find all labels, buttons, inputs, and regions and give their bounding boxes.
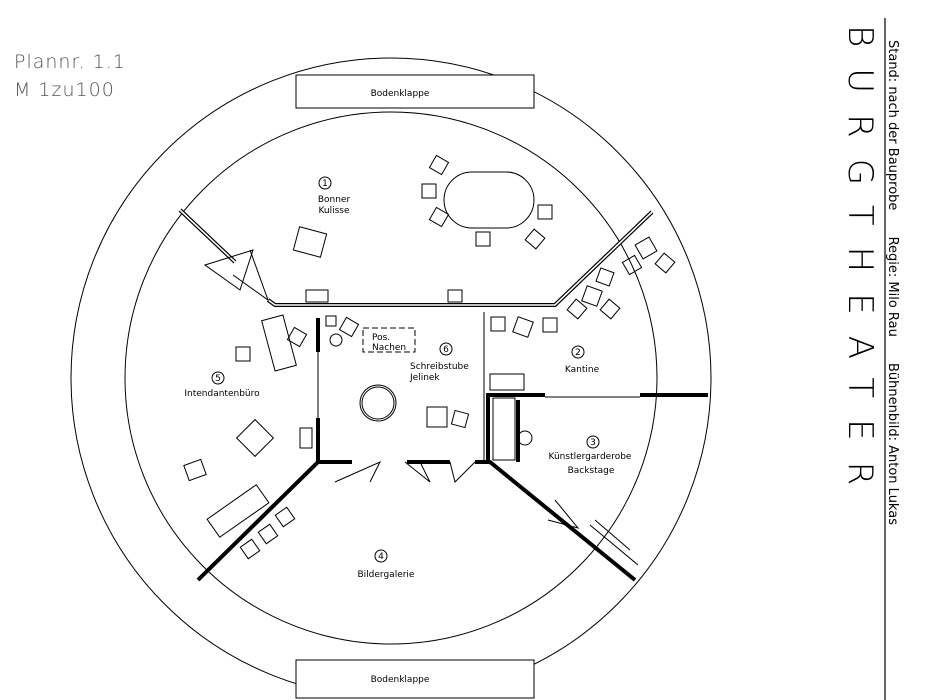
doors (203, 249, 639, 566)
regie-text: Regie: Milo Rau (885, 236, 900, 337)
room-6-label: Schreibstube (410, 362, 469, 372)
room-3-label: Künstlergarderobe (549, 452, 632, 462)
marker-line1: Pos. (372, 333, 390, 343)
burgtheater-logo: BURGTHEATER (840, 25, 880, 507)
hatch-top (295, 74, 535, 109)
room-4-label: Bildergalerie (358, 570, 415, 580)
svg-text:4: 4 (378, 552, 384, 562)
svg-text:1: 1 (322, 179, 328, 189)
walls (178, 208, 708, 582)
svg-text:6: 6 (443, 345, 449, 355)
svg-text:2: 2 (575, 348, 581, 358)
svg-text:Backstage: Backstage (568, 466, 615, 476)
inner-stage-circle (124, 111, 658, 645)
hatch-bottom-label: Bodenklappe (371, 675, 430, 685)
buehnenbild-text: Bühnenbild: Anton Lukas (885, 363, 900, 525)
svg-text:Kulisse: Kulisse (318, 206, 350, 216)
outer-stage-circle (70, 57, 712, 699)
room-5-label: Intendantenbüro (184, 389, 260, 399)
plan-scale: M 1zu100 (14, 79, 115, 101)
title-block-text: Stand: nach der Bauprobe Regie: Milo Rau… (885, 40, 900, 547)
plan-number: Plannr. 1.1 (14, 51, 126, 73)
room-1-label: Bonner (318, 195, 351, 205)
svg-text:5: 5 (215, 374, 221, 384)
room-2-label: Kantine (565, 365, 600, 375)
furniture (183, 154, 676, 560)
marker-line2: Nachen (372, 343, 406, 353)
room-labels: 1 Bonner Kulisse 2 Kantine 3 Künstlergar… (184, 176, 632, 580)
hatch-bottom (295, 659, 535, 699)
position-marker (362, 327, 416, 353)
svg-text:3: 3 (590, 438, 596, 448)
hatch-top-label: Bodenklappe (371, 89, 430, 99)
svg-text:Jelinek: Jelinek (409, 373, 440, 383)
stand-text: Stand: nach der Bauprobe (885, 40, 900, 211)
